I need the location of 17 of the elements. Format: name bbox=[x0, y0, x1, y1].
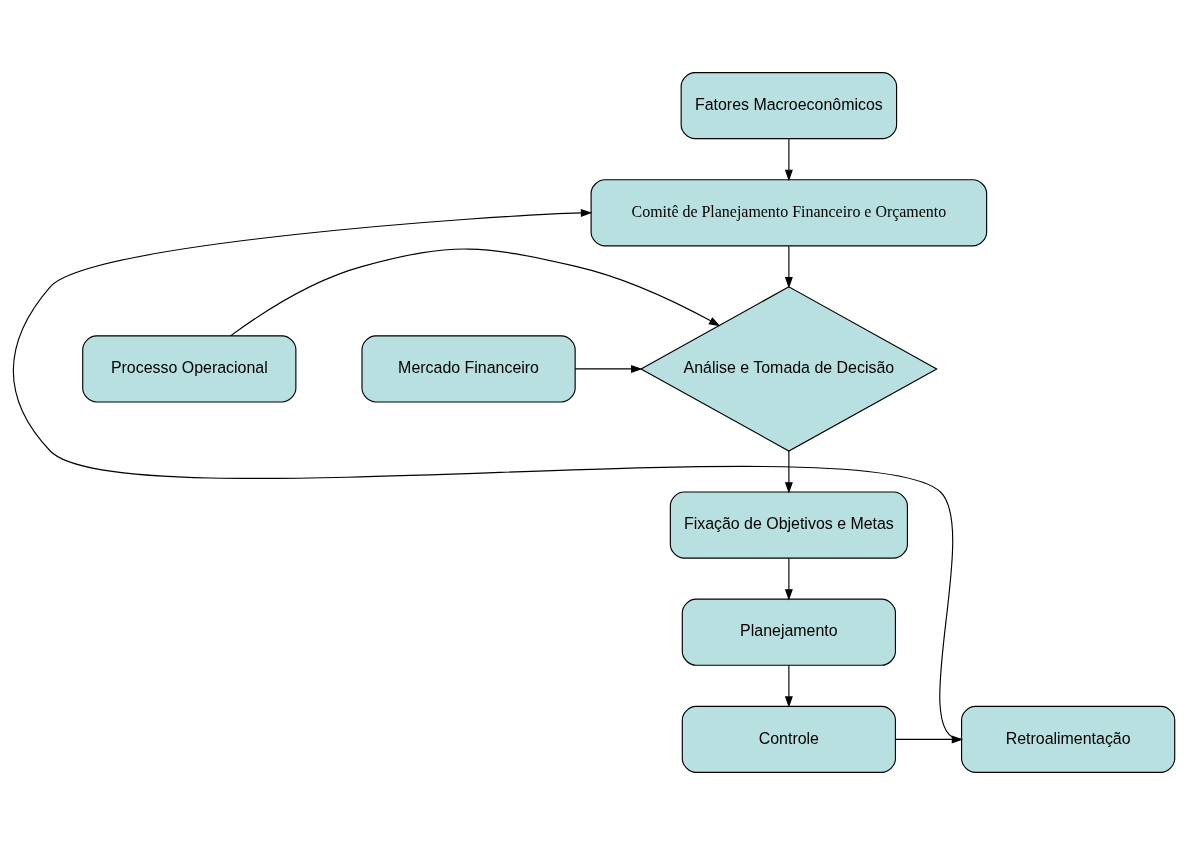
arrow bbox=[784, 245, 793, 288]
node-box: Comitê de Planejamento Financeiro e Orçamento bbox=[590, 178, 988, 246]
arrow bbox=[784, 664, 793, 708]
arrow bbox=[12, 208, 962, 740]
node-box: Controle bbox=[681, 705, 897, 773]
arrow bbox=[784, 137, 793, 181]
arrow bbox=[229, 248, 721, 336]
node-box: Fixação de Objetivos e Metas bbox=[669, 490, 908, 559]
arrow bbox=[784, 450, 793, 494]
arrow bbox=[574, 364, 643, 373]
arrow bbox=[784, 557, 793, 601]
node-diamond: Análise e Tomada de Decisão bbox=[639, 285, 938, 452]
node-box: Retroalimentação bbox=[961, 705, 1176, 773]
node-box: Processo Operacional bbox=[82, 334, 297, 403]
node-box: Mercado Financeiro bbox=[361, 334, 576, 403]
node-box: Fatores Macroeconômicos bbox=[680, 71, 898, 139]
node-box: Planejamento bbox=[681, 598, 897, 666]
